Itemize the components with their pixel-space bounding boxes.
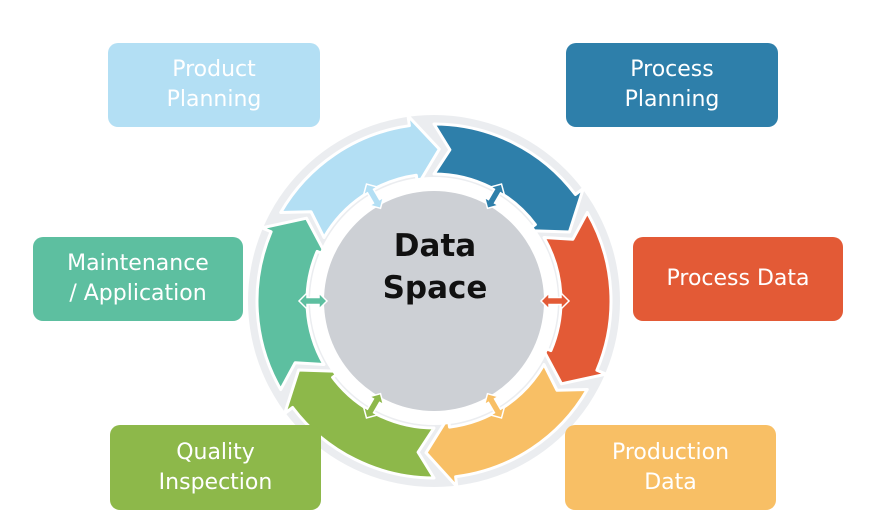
process-data-box: Process Data <box>633 237 843 321</box>
maintenance-application-label-line2: / Application <box>69 281 207 306</box>
product-planning-ring-arrow <box>279 114 441 239</box>
product-planning-connector-arrow <box>362 183 385 210</box>
data-space-label-line2: Space <box>382 270 488 306</box>
product-planning-box: Product Planning <box>108 43 320 127</box>
process-data-connector-arrow <box>539 291 571 311</box>
quality-inspection-label-line2: Inspection <box>158 469 273 495</box>
product-planning-label-line2: Planning <box>166 87 262 112</box>
production-data-label-line1: Production <box>611 439 730 465</box>
process-data-label: Process Data <box>666 266 810 291</box>
maintenance-application-box: Maintenance / Application <box>33 237 243 321</box>
maintenance-application-connector-arrow <box>297 291 329 311</box>
process-planning-ring-arrow <box>432 122 585 234</box>
data-space-hub <box>324 191 544 411</box>
data-space-label-line1: Data <box>393 228 477 264</box>
data-space-label: Data Space <box>360 225 510 309</box>
maintenance-application-label-line1: Maintenance <box>67 251 209 276</box>
quality-inspection-ring-arrow <box>283 368 436 480</box>
production-data-connector-arrow <box>483 392 506 419</box>
quality-inspection-label-line1: Quality <box>176 439 255 465</box>
product-planning-label-line1: Product <box>172 57 256 82</box>
maintenance-application-ring-arrow <box>255 216 328 391</box>
production-data-label-line2: Data <box>644 469 697 495</box>
process-data-ring-arrow <box>540 211 613 386</box>
production-data-box: Production Data <box>565 425 776 510</box>
process-planning-box: Process Planning <box>566 43 778 127</box>
process-planning-connector-arrow <box>483 183 506 210</box>
quality-inspection-connector-arrow <box>362 392 385 419</box>
process-planning-label-line2: Planning <box>624 87 720 112</box>
quality-inspection-box: Quality Inspection <box>110 425 321 510</box>
production-data-ring-arrow <box>424 363 589 489</box>
process-planning-label-line1: Process <box>630 57 714 82</box>
